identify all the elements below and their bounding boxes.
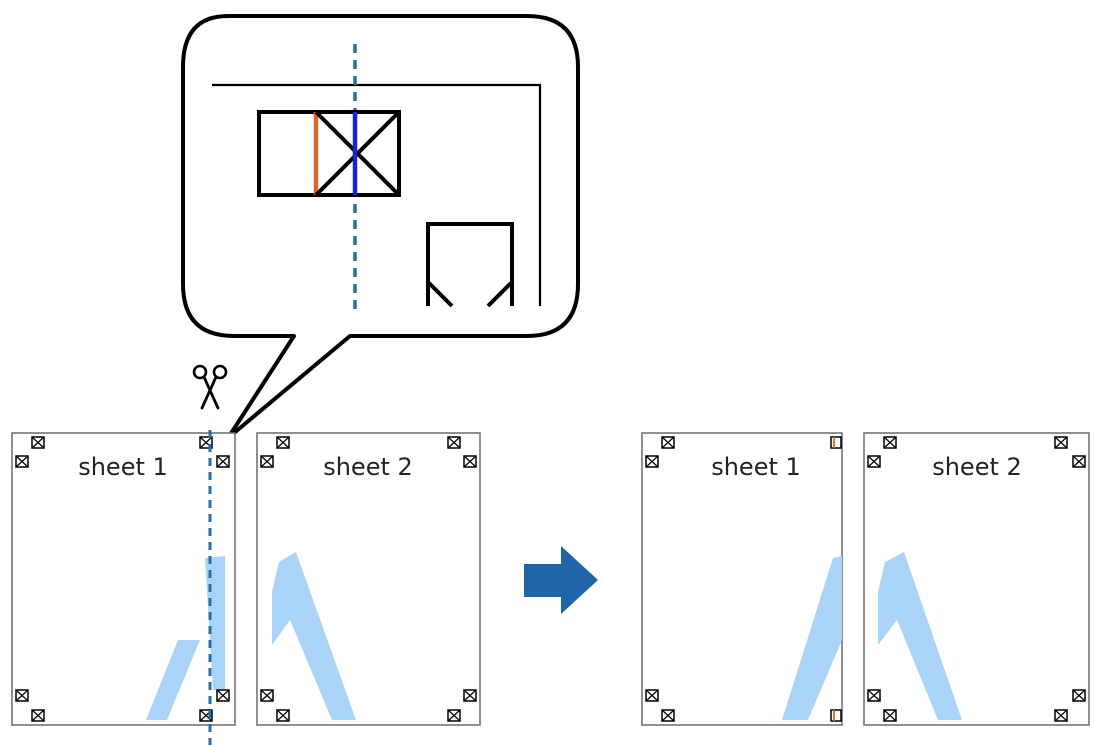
callout-bubble — [181, 14, 580, 440]
sheet-1-label: sheet 1 — [78, 453, 168, 481]
zoom-corner-mark — [426, 222, 514, 308]
sheet-1-paper — [11, 432, 236, 726]
sheet-2-image — [272, 552, 356, 720]
sheet-2-label: sheet 2 — [323, 453, 413, 481]
zoom-sheet-edge — [212, 83, 542, 306]
sheet-2-before: sheet 2 — [256, 432, 481, 726]
sheet-2-after: sheet 2 — [863, 432, 1090, 726]
sheet-1-image-leg — [146, 640, 200, 720]
zoom-callout — [181, 14, 580, 440]
sheet-1-trimmed-label: sheet 1 — [711, 453, 801, 481]
sheet-1-after: sheet 1 — [641, 432, 843, 726]
scissors-icon — [192, 364, 228, 410]
zoom-registration-mark — [257, 110, 401, 197]
sheet-2-label-after: sheet 2 — [932, 453, 1022, 481]
right-arrow-icon — [524, 546, 598, 614]
sheet-2-image-after — [878, 552, 962, 720]
sheet-1-trimmed-image — [782, 556, 842, 720]
sheet-1-before: sheet 1 — [11, 432, 236, 726]
